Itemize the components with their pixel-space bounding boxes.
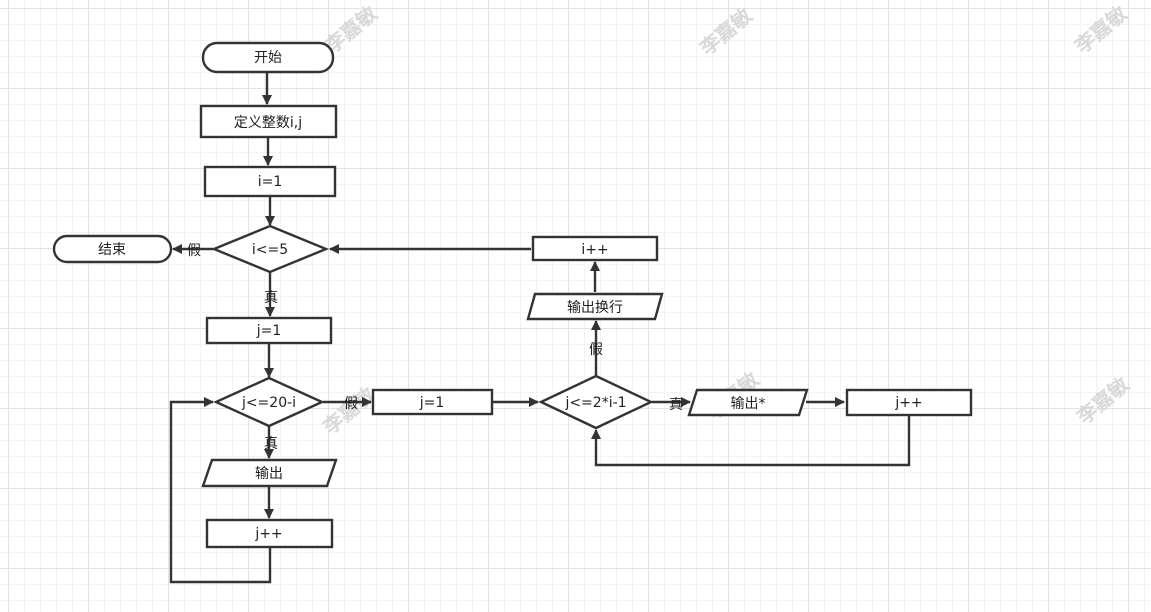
edge-jinc2-loop	[591, 415, 911, 467]
label-cond-j-star-true: 真	[669, 397, 683, 413]
label-cond-i-true: 真	[264, 290, 278, 306]
node-output-star[interactable]: 输出*	[687, 388, 809, 417]
node-j-inc-2-label: j++	[894, 395, 922, 411]
node-j-init-2-label: j=1	[419, 395, 445, 411]
node-define-label: 定义整数i,j	[234, 115, 302, 131]
node-start[interactable]: 开始	[201, 41, 335, 74]
node-end-label: 结束	[98, 242, 126, 258]
node-cond-i-label: i<=5	[252, 242, 288, 258]
label-cond-j-star-false: 假	[589, 342, 603, 358]
label-cond-j-space-false: 假	[344, 396, 358, 412]
node-output-space[interactable]: 输出	[201, 458, 338, 488]
node-i-init[interactable]: i=1	[203, 165, 337, 198]
node-j-inc-2[interactable]: j++	[845, 388, 973, 417]
node-j-inc-1[interactable]: j++	[205, 518, 334, 549]
node-output-newline[interactable]: 输出换行	[526, 292, 664, 321]
node-j-init-1[interactable]: j=1	[205, 316, 333, 345]
node-cond-j-star-label: j<=2*i-1	[564, 395, 626, 411]
node-i-inc-label: i++	[581, 242, 608, 258]
node-j-inc-1-label: j++	[254, 526, 282, 542]
node-cond-j-space[interactable]: j<=20-i	[213, 376, 325, 428]
node-j-init-1-label: j=1	[256, 323, 282, 339]
node-output-star-label: 输出*	[731, 396, 766, 412]
edges	[169, 72, 911, 584]
node-define[interactable]: 定义整数i,j	[199, 104, 338, 139]
node-i-inc[interactable]: i++	[531, 235, 659, 262]
node-output-newline-label: 输出换行	[567, 299, 623, 316]
node-i-init-label: i=1	[258, 174, 283, 190]
node-cond-j-star[interactable]: j<=2*i-1	[538, 374, 654, 430]
node-cond-j-space-label: j<=20-i	[241, 395, 296, 411]
node-j-init-2[interactable]: j=1	[371, 388, 494, 416]
node-start-label: 开始	[254, 50, 282, 66]
node-end[interactable]: 结束	[52, 234, 173, 264]
label-cond-j-space-true: 真	[264, 436, 278, 452]
edge-jinc1-loop	[169, 397, 272, 584]
label-cond-i-false: 假	[187, 243, 201, 259]
node-output-space-label: 输出	[255, 466, 283, 482]
node-cond-i[interactable]: i<=5	[210, 224, 330, 274]
